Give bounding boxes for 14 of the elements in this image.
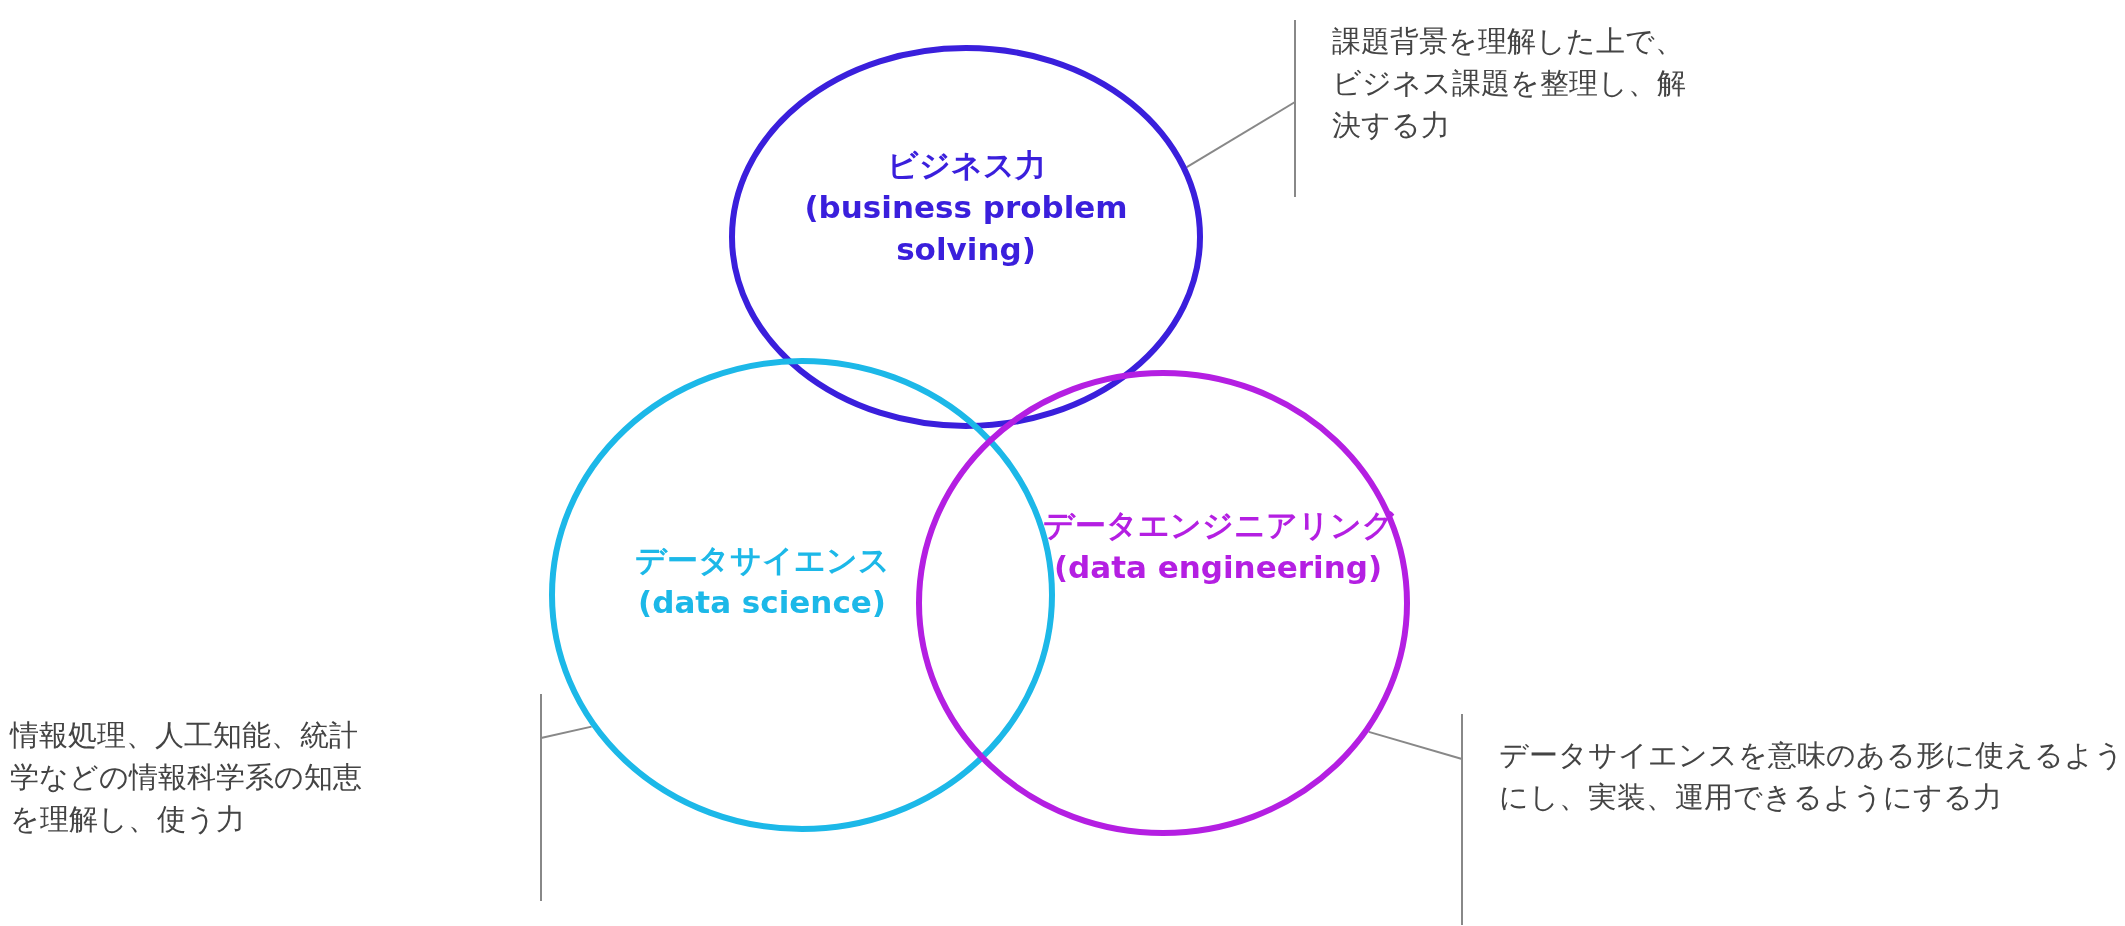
leader-line xyxy=(540,725,593,739)
description-text: 課題背景を理解した上で、ビジネス課題を整理し、解決する力 xyxy=(1332,23,1687,145)
circle-subtitle: (data science) xyxy=(637,582,887,622)
description-text: 情報処理、人工知能、統計学などの情報科学系の知恵を理解し、使う力 xyxy=(10,717,363,839)
description-text: データサイエンスを意味のある形に使えるようにし、実装、運用できるようにする力 xyxy=(1499,737,2125,817)
circle-title: データサイエンス xyxy=(633,541,891,580)
leader-line xyxy=(1367,730,1463,760)
description-text-block xyxy=(10,694,542,901)
circle-subtitle: (data engineering) xyxy=(1052,547,1384,587)
venn-circle xyxy=(729,45,1203,429)
leader-line xyxy=(1185,101,1296,169)
venn-circle xyxy=(916,370,1410,836)
circle-title: ビジネス力 xyxy=(885,146,1047,185)
circle-subtitle: (business problem solving) xyxy=(803,187,1129,269)
